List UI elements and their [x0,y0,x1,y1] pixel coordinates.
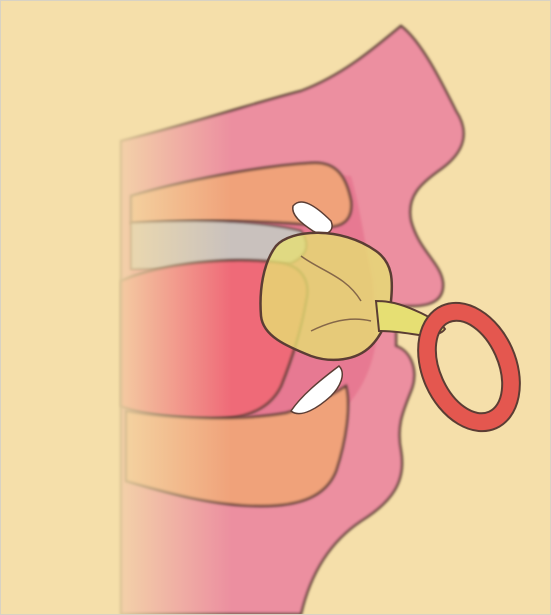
illustration-frame [0,0,551,615]
left-fade [1,1,550,614]
pacifier-mouth-illustration [1,1,550,614]
